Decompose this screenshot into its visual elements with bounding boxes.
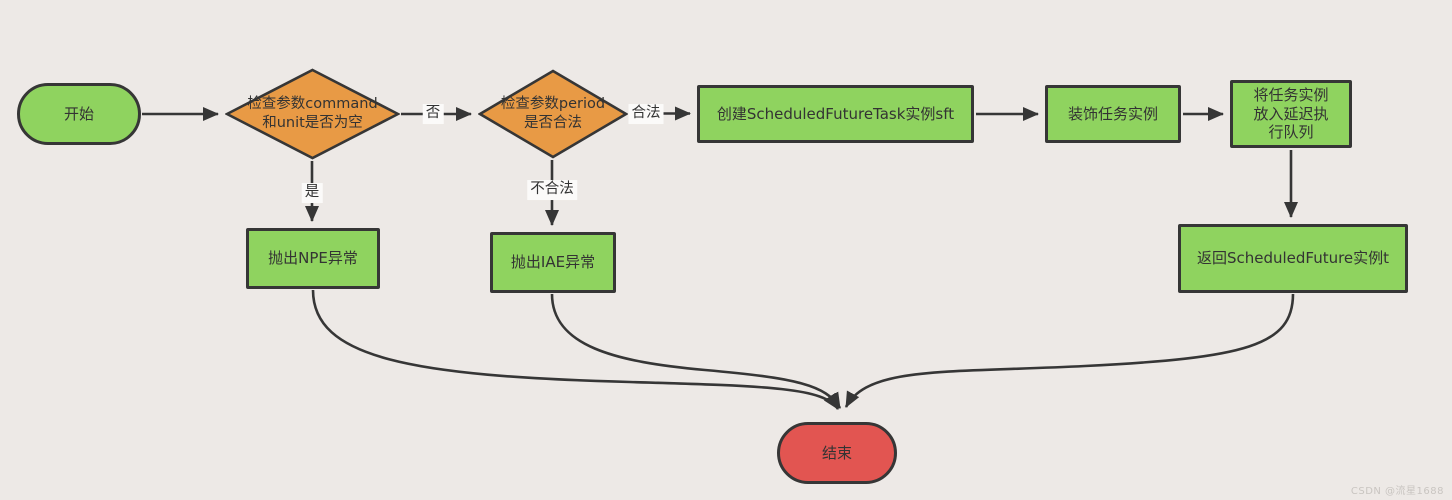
start-node: 开始: [17, 83, 141, 145]
throw-iae-node: 抛出IAE异常: [490, 232, 616, 293]
throw-npe-node: 抛出NPE异常: [246, 228, 380, 289]
return-future-label: 返回ScheduledFuture实例t: [1196, 249, 1390, 268]
enqueue-node: 将任务实例 放入延迟执 行队列: [1230, 80, 1352, 148]
edge-return-to-end: [844, 293, 1295, 408]
watermark: CSDN @流星1688: [1350, 486, 1444, 497]
diamond-shape: [478, 69, 628, 159]
return-future-node: 返回ScheduledFuture实例t: [1178, 224, 1408, 293]
diamond-shape: [225, 68, 400, 160]
decorate-node: 装饰任务实例: [1045, 85, 1181, 143]
edge-label-no: 否: [422, 104, 444, 124]
enqueue-label: 将任务实例 放入延迟执 行队列: [1253, 85, 1329, 142]
edge-label-legal: 合法: [628, 104, 664, 124]
decorate-label: 装饰任务实例: [1067, 104, 1158, 123]
edge-label-illegal: 不合法: [527, 180, 577, 200]
edge-label-yes: 是: [301, 183, 323, 203]
check-command-diamond: 检查参数command 和unit是否为空: [225, 68, 400, 160]
check-period-diamond: 检查参数period 是否合法: [478, 69, 628, 159]
check-period-label: 检查参数period 是否合法: [500, 96, 606, 131]
edge-npe-to-end: [311, 289, 840, 410]
create-sft-node: 创建ScheduledFutureTask实例sft: [697, 85, 974, 143]
end-label: 结束: [821, 443, 852, 462]
create-sft-label: 创建ScheduledFutureTask实例sft: [716, 104, 955, 123]
check-command-label: 检查参数command 和unit是否为空: [247, 96, 378, 131]
throw-npe-label: 抛出NPE异常: [268, 249, 358, 268]
edge-iae-to-end: [550, 293, 842, 409]
throw-iae-label: 抛出IAE异常: [510, 253, 596, 272]
end-node: 结束: [777, 422, 897, 484]
start-label: 开始: [63, 104, 94, 123]
